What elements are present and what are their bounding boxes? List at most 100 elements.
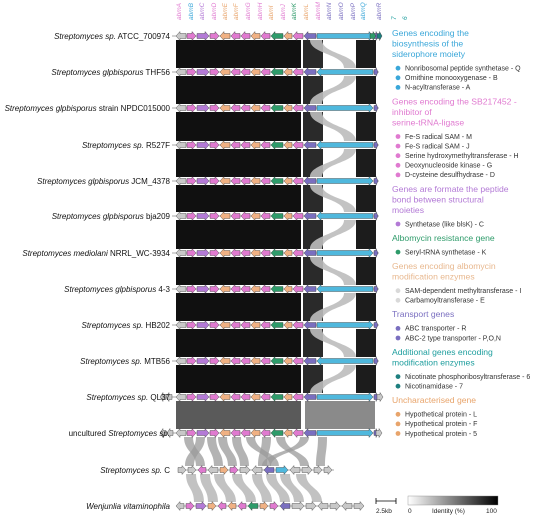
species-name: Streptomyces sp. <box>86 393 148 402</box>
legend-item: Deoxynucleoside kinase - G <box>405 163 492 170</box>
gene-track-row <box>172 283 379 295</box>
gene-arrow <box>209 102 220 114</box>
gene-arrow <box>303 319 317 331</box>
scale-bar: 2.5kb <box>375 498 397 515</box>
gene-arrow <box>270 391 284 403</box>
gene-arrow <box>270 319 284 331</box>
gene-arrow <box>247 500 259 512</box>
synteny-block <box>176 149 301 177</box>
gene-arrow <box>209 210 220 222</box>
identity-label: Identity (%) <box>432 508 465 515</box>
gene-arrow <box>166 427 174 439</box>
gene-arrow <box>196 175 210 187</box>
gene-arrow <box>316 30 374 42</box>
gene-label-abmr: abmR <box>376 2 383 20</box>
gene-arrow <box>353 500 365 512</box>
gene-arrow <box>292 355 304 367</box>
gene-arrow <box>292 102 304 114</box>
gene-arrow <box>283 30 293 42</box>
synteny-crossing <box>310 220 356 249</box>
synteny-block <box>176 329 301 357</box>
gene-arrow <box>283 175 293 187</box>
gene-arrow <box>303 139 317 151</box>
legend-item: Hypothetical protein - L <box>405 412 477 419</box>
gene-arrow <box>373 176 379 186</box>
gene-arrow <box>175 30 187 42</box>
gene-arrow <box>303 427 317 439</box>
gene-track-row <box>159 427 383 439</box>
synteny-crossing <box>310 112 356 141</box>
legend-swatch <box>395 134 401 139</box>
synteny-crossing <box>186 474 204 502</box>
gene-arrow <box>260 30 271 42</box>
gene-arrow <box>316 210 374 222</box>
gene-arrow <box>250 247 261 259</box>
gene-arrow <box>373 211 379 221</box>
gene-arrow <box>250 283 261 295</box>
gene-arrow <box>313 464 323 476</box>
gene-arrow <box>316 247 374 259</box>
synteny-block <box>356 112 376 141</box>
gene-arrow <box>219 319 231 331</box>
gene-arrow <box>375 427 383 439</box>
legend-swatch <box>395 326 401 331</box>
gene-arrow <box>250 30 261 42</box>
gene-arrow <box>373 248 379 258</box>
gene-arrow <box>186 175 197 187</box>
gene-arrow <box>186 66 197 78</box>
gene-arrow <box>283 247 293 259</box>
gene-arrow <box>260 247 271 259</box>
species-name: Streptomyces glpbisporus <box>64 285 156 294</box>
species-label: Streptomyces sp. HB202 <box>82 321 171 330</box>
gene-arrow <box>196 210 210 222</box>
synteny-block <box>176 401 301 429</box>
gene-arrow <box>196 247 210 259</box>
gene-label-abmb: abmB <box>188 2 195 20</box>
gene-arrow <box>175 66 187 78</box>
legend-swatch <box>395 172 401 178</box>
gene-arrow <box>260 391 271 403</box>
gene-arrow <box>209 355 220 367</box>
synteny-crossing <box>310 329 356 357</box>
species-label: Streptomyces sp. R527F <box>82 141 170 150</box>
synteny-crossing <box>310 365 356 393</box>
gene-arrow <box>316 319 374 331</box>
gene-arrow <box>316 66 374 78</box>
gene-arrow <box>186 391 197 403</box>
legend-header: Albomycin resistance gene <box>392 233 495 243</box>
gene-arrow <box>260 210 271 222</box>
gene-arrow <box>270 30 284 42</box>
gene-arrow <box>270 102 284 114</box>
gene-arrow <box>303 355 317 367</box>
gene-arrow <box>329 500 341 512</box>
gene-arrow <box>230 283 241 295</box>
gene-arrow <box>316 139 374 151</box>
gene-arrow <box>291 500 305 512</box>
gene-track-row <box>172 210 379 222</box>
legend-item: Serine hydroxymethyltransferase - H <box>405 153 519 160</box>
legend-swatch <box>395 431 401 436</box>
gene-arrow <box>292 283 304 295</box>
species-name: Streptomyces sp. <box>54 32 116 41</box>
gene-arrow <box>227 500 237 512</box>
legend-header: Transport genes <box>392 309 454 319</box>
gene-arrow <box>186 427 197 439</box>
gene-label-abmj: abmJ <box>280 3 287 20</box>
gene-arrow <box>283 210 293 222</box>
species-name: Streptomyces sp. <box>82 321 144 330</box>
gene-arrow <box>250 427 261 439</box>
gene-arrow <box>230 391 241 403</box>
strain-id: bja209 <box>144 212 171 221</box>
gene-arrow <box>219 102 231 114</box>
gene-arrow <box>376 391 384 403</box>
gene-arrow <box>269 500 279 512</box>
gene-arrow <box>196 355 210 367</box>
gene-arrow <box>240 355 251 367</box>
gene-arrow <box>316 283 374 295</box>
gene-arrow <box>373 356 379 366</box>
gene-arrow <box>230 427 241 439</box>
legend-item: Hypothetical protein - F <box>405 421 477 428</box>
gene-arrow <box>219 30 231 42</box>
